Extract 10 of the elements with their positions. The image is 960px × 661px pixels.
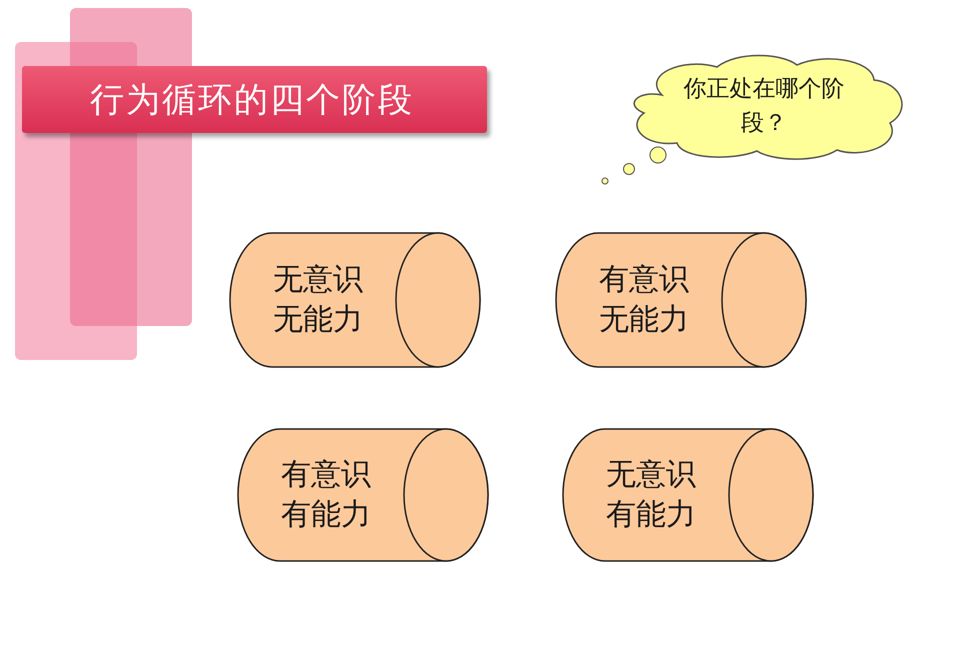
stage-text: 无能力 [273, 302, 363, 338]
stage-text: 无能力 [599, 302, 689, 338]
stage-text: 无意识 [273, 262, 363, 298]
stage-text: 有意识 [281, 457, 371, 493]
title: 行为循环的四个阶段 [90, 80, 414, 120]
stage-text: 有能力 [606, 497, 696, 533]
stage-text: 有意识 [599, 262, 689, 298]
stage-text: 无意识 [606, 457, 696, 493]
stage-text: 有能力 [281, 497, 371, 533]
cloud-text: 你正处在哪个阶段？ [682, 75, 846, 137]
